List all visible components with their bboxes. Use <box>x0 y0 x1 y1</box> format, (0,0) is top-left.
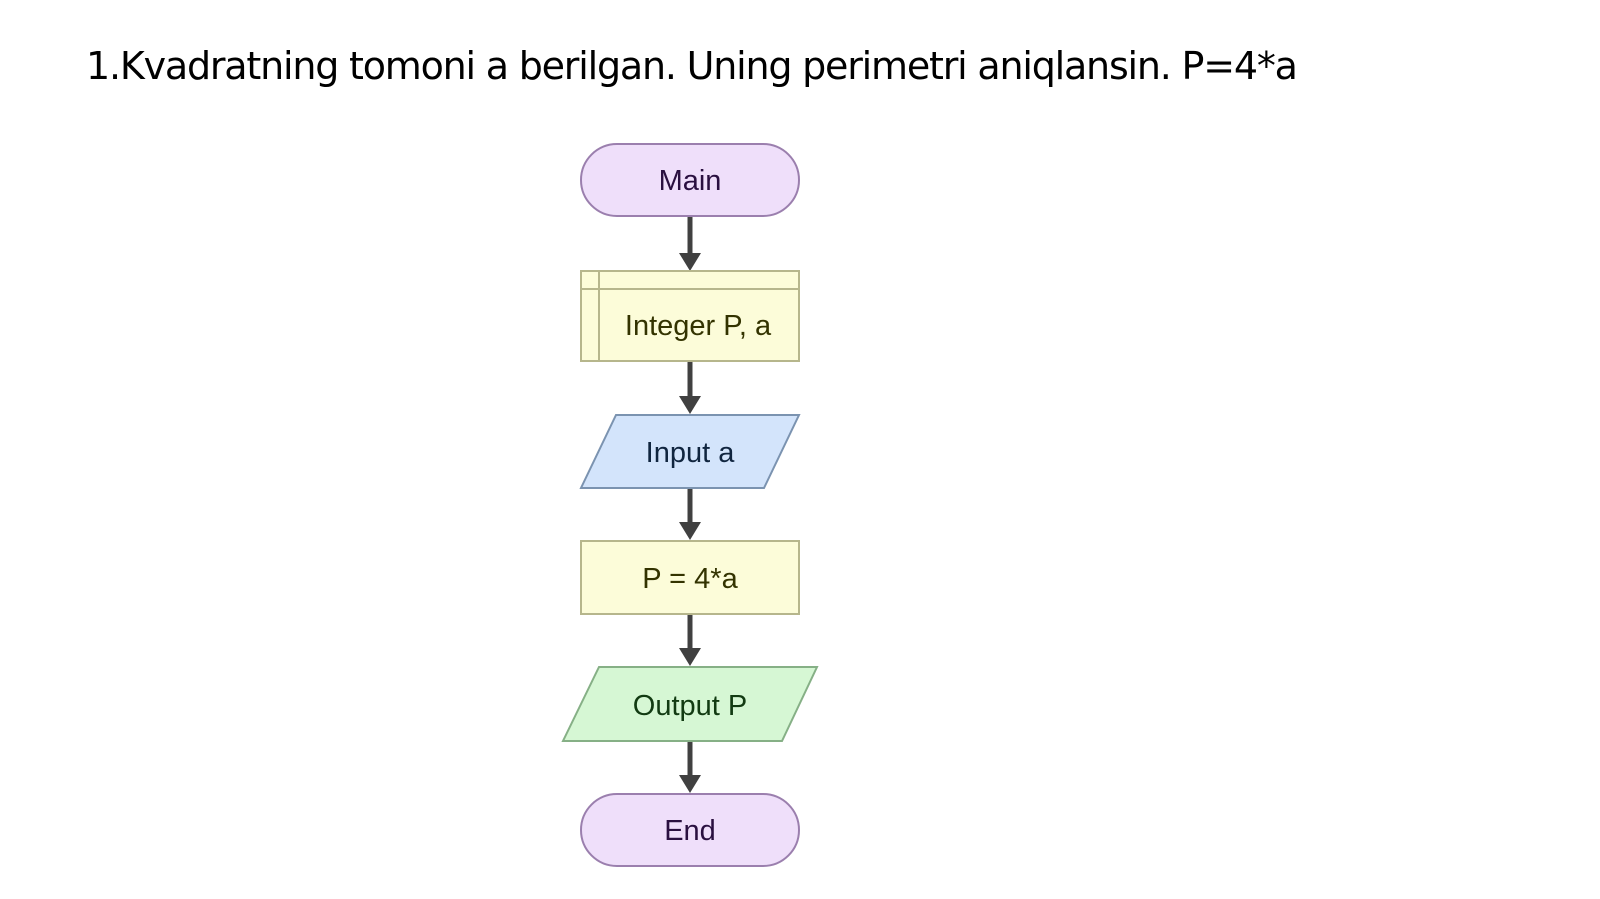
node-end-label: End <box>664 815 716 847</box>
slide-title: 1.Kvadratning tomoni a berilgan. Uning p… <box>86 44 1298 88</box>
node-main-label: Main <box>659 165 722 197</box>
node-output[interactable]: Output P <box>561 666 819 742</box>
node-input-label: Input a <box>646 437 736 469</box>
node-assign-label: P = 4*a <box>642 563 738 595</box>
node-output-label: Output P <box>633 690 747 722</box>
node-input[interactable]: Input a <box>579 414 801 489</box>
node-end[interactable]: End <box>580 793 800 867</box>
node-main[interactable]: Main <box>580 143 800 217</box>
node-declare[interactable]: Integer P, a <box>580 270 800 362</box>
node-declare-label: Integer P, a <box>625 310 772 342</box>
flow-arrows <box>679 216 701 793</box>
node-assign[interactable]: P = 4*a <box>580 540 800 615</box>
